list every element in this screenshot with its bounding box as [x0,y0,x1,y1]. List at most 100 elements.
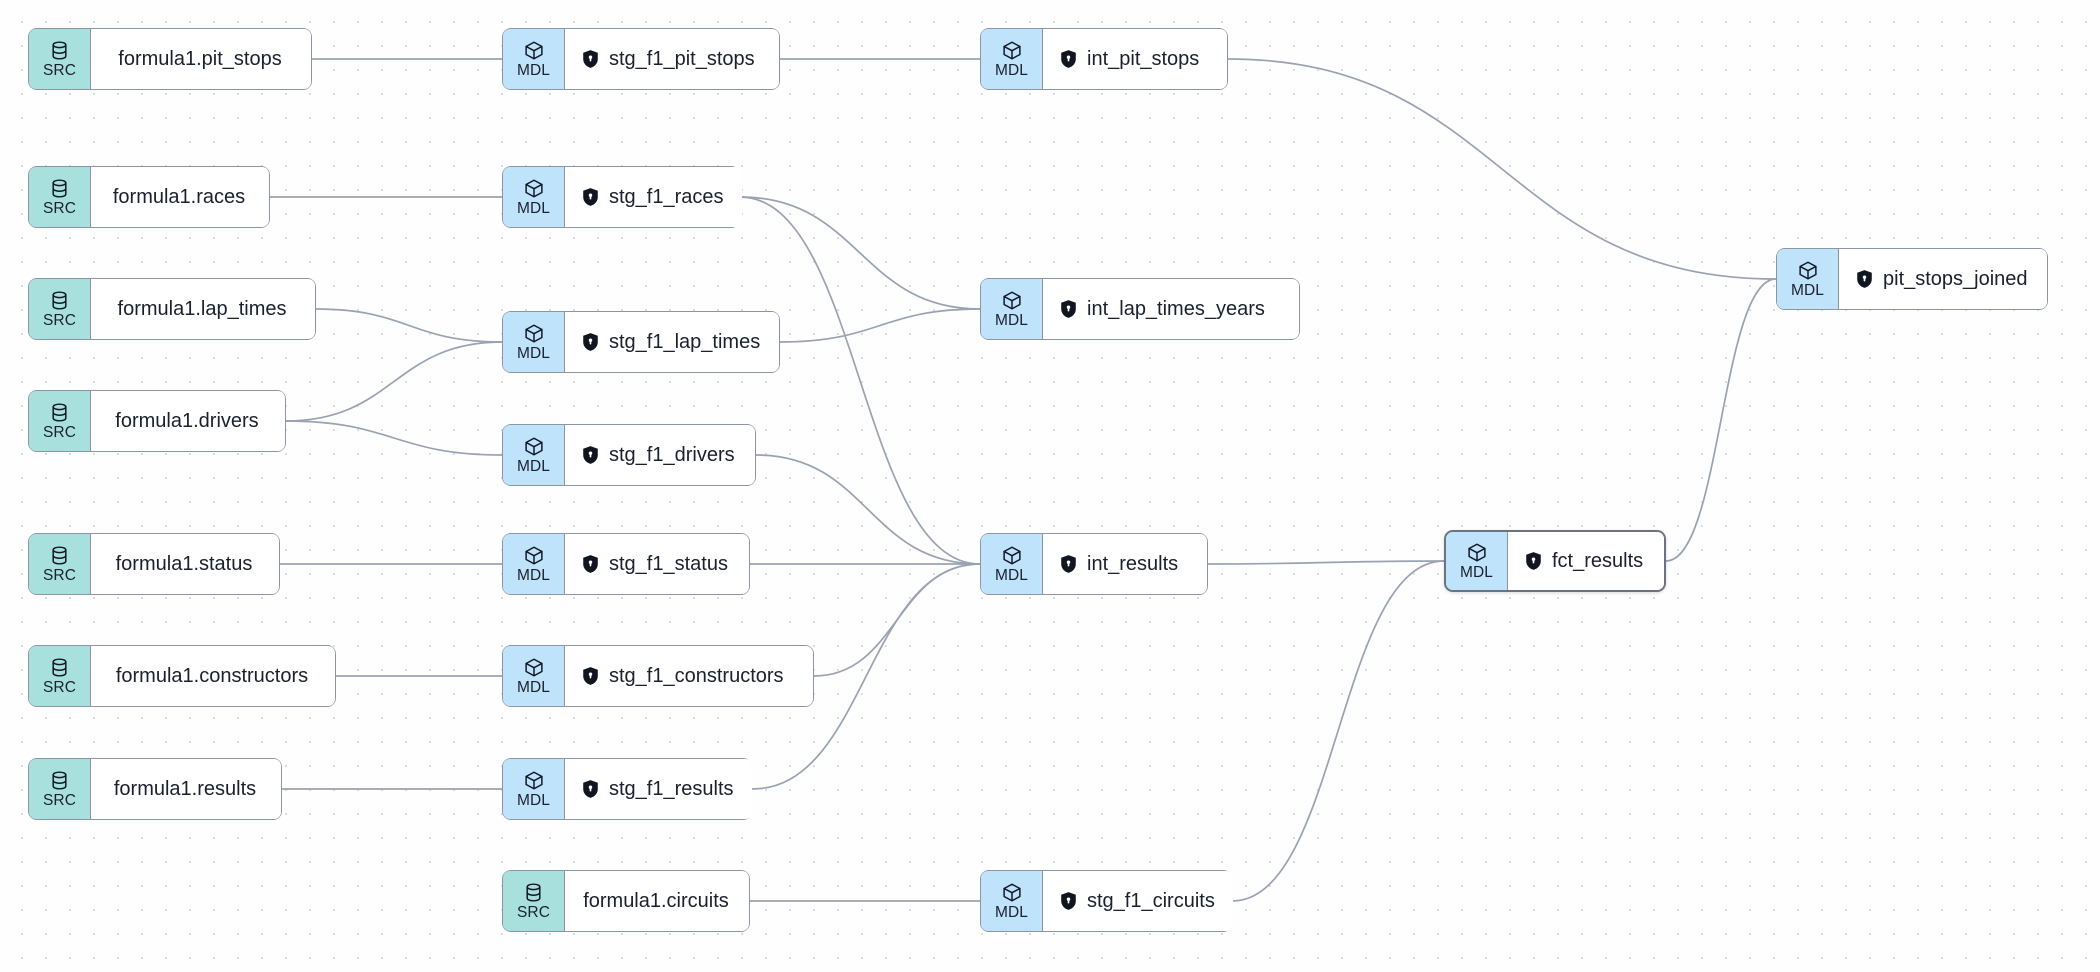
source-type-badge: SRC [29,167,91,227]
node-body: formula1.status [91,534,279,594]
node-type-label: SRC [42,311,77,329]
node-label: formula1.circuits [583,890,729,912]
node-body: int_pit_stops [1043,29,1227,89]
model-type-badge: MDL [503,534,565,594]
graph-node-src_lap_times[interactable]: SRC formula1.lap_times [28,278,316,340]
node-label: formula1.drivers [115,410,259,432]
model-type-badge: MDL [981,29,1043,89]
cube-icon [523,545,545,566]
edge-stg_drivers-to-int_results [755,454,981,565]
shield-lock-icon [1059,49,1078,69]
edge-int_pit_stops-to-pit_stops_joined [1227,58,1777,280]
graph-node-src_constructors[interactable]: SRC formula1.constructors [28,645,336,707]
node-label: stg_f1_lap_times [609,331,761,353]
source-type-badge: SRC [29,391,91,451]
node-body: stg_f1_pit_stops [565,29,779,89]
graph-node-int_pit_stops[interactable]: MDL int_pit_stops [980,28,1228,90]
source-type-badge: SRC [503,871,565,931]
model-type-badge: MDL [981,534,1043,594]
node-type-label: SRC [42,61,77,79]
database-icon [49,290,70,311]
node-body: formula1.races [91,167,269,227]
shield-lock-icon [1059,299,1078,319]
graph-node-stg_drivers[interactable]: MDL stg_f1_drivers [502,424,756,486]
node-type-label: MDL [516,457,551,475]
model-type-badge: MDL [981,871,1043,931]
database-icon [49,770,70,791]
node-type-label: SRC [42,566,77,584]
cube-icon [523,178,545,199]
shield-lock-icon [581,49,600,69]
node-label: int_pit_stops [1087,48,1200,70]
database-icon [49,40,70,61]
node-label: formula1.status [115,553,253,575]
node-body: stg_f1_drivers [565,425,755,485]
edge-stg_races-to-int_lap_times_yrs [739,196,981,310]
node-label: stg_f1_constructors [609,665,784,687]
node-body: formula1.results [91,759,281,819]
source-type-badge: SRC [29,534,91,594]
node-label: int_lap_times_years [1087,298,1265,320]
node-type-label: MDL [516,61,551,79]
shield-lock-icon [581,332,600,352]
node-type-label: MDL [994,61,1029,79]
model-type-badge: MDL [503,646,565,706]
node-body: formula1.drivers [91,391,285,451]
node-body: formula1.circuits [565,871,749,931]
node-label: stg_f1_pit_stops [609,48,755,70]
graph-node-src_pit_stops[interactable]: SRC formula1.pit_stops [28,28,312,90]
model-type-badge: MDL [503,312,565,372]
shield-lock-icon [1855,269,1874,289]
graph-node-stg_pit_stops[interactable]: MDL stg_f1_pit_stops [502,28,780,90]
node-type-label: SRC [42,791,77,809]
node-label: stg_f1_drivers [609,444,735,466]
cube-icon [1466,542,1488,563]
graph-node-stg_constructors[interactable]: MDL stg_f1_constructors [502,645,814,707]
node-body: stg_f1_constructors [565,646,813,706]
node-label: pit_stops_joined [1883,268,2028,290]
database-icon [49,402,70,423]
node-body: formula1.lap_times [91,279,315,339]
node-body: formula1.constructors [91,646,335,706]
node-type-label: MDL [516,344,551,362]
node-body: formula1.pit_stops [91,29,311,89]
graph-node-src_results[interactable]: SRC formula1.results [28,758,282,820]
cube-icon [1797,260,1819,281]
node-label: formula1.constructors [115,665,309,687]
node-label: stg_f1_results [609,778,734,800]
node-body: stg_f1_lap_times [565,312,779,372]
cube-icon [523,657,545,678]
graph-node-src_circuits[interactable]: SRC formula1.circuits [502,870,750,932]
model-type-badge: MDL [503,167,565,227]
node-body: stg_f1_status [565,534,749,594]
model-type-badge: MDL [503,29,565,89]
model-type-badge: MDL [503,425,565,485]
graph-node-stg_lap_times[interactable]: MDL stg_f1_lap_times [502,311,780,373]
database-icon [523,882,544,903]
database-icon [49,657,70,678]
database-icon [49,178,70,199]
edge-stg_constructors-to-int_results [813,563,981,677]
shield-lock-icon [1524,551,1543,571]
graph-node-src_drivers[interactable]: SRC formula1.drivers [28,390,286,452]
edge-stg_lap_times-to-int_lap_times_yrs [779,308,981,343]
node-label: formula1.results [113,778,257,800]
cube-icon [1001,882,1023,903]
graph-node-src_status[interactable]: SRC formula1.status [28,533,280,595]
cube-icon [1001,290,1023,311]
shield-lock-icon [581,445,600,465]
edge-src_lap_times-to-stg_lap_times [315,308,503,343]
source-type-badge: SRC [29,646,91,706]
node-body: int_results [1043,534,1207,594]
